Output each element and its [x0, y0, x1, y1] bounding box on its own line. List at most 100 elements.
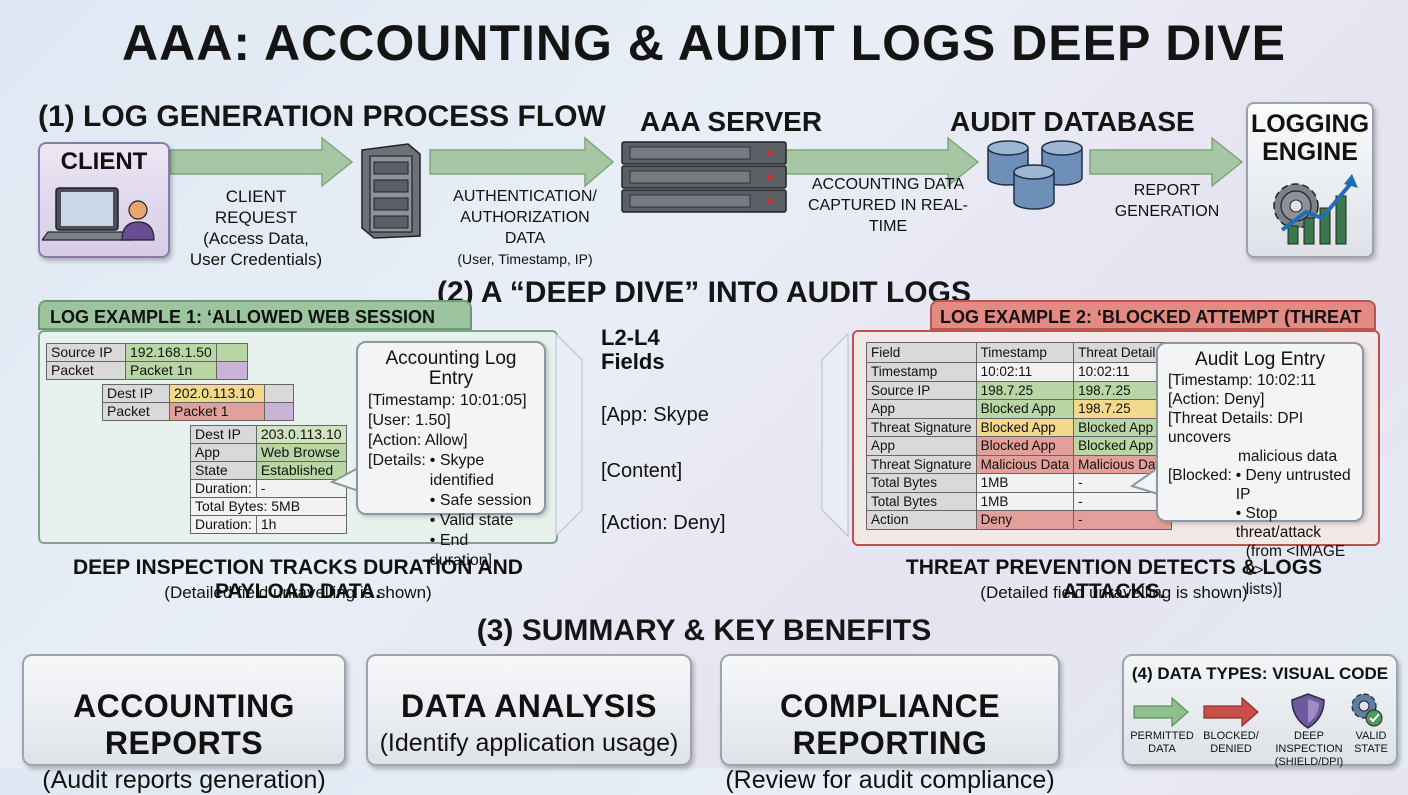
- flow-arrows: [169, 136, 1244, 188]
- example2-table: Field Timestamp Threat Details Timestamp…: [866, 342, 1172, 530]
- details-item: • Skype identified: [429, 452, 494, 489]
- cell: Threat Signature: [866, 454, 977, 474]
- cell: 10:02:11: [975, 362, 1075, 382]
- legend-label: (SHIELD/DPI): [1274, 756, 1344, 768]
- cell: Total Bytes: [866, 491, 977, 511]
- section1-heading: (1) LOG GENERATION PROCESS FLOW: [38, 100, 606, 133]
- cell: State: [190, 461, 257, 480]
- legend-label: VALID: [1355, 730, 1387, 742]
- blocked-item: lists)]: [1245, 581, 1282, 598]
- page-title: AAA: ACCOUNTING & AUDIT LOGS DEEP DIVE: [122, 15, 1286, 71]
- permitted-arrow-icon: [1133, 696, 1189, 728]
- cell: Packet: [102, 402, 170, 421]
- table-row: Duration:1h: [190, 515, 347, 534]
- summary-subtitle: (Review for audit compliance): [725, 766, 1055, 794]
- bubble-line: [Timestamp: 10:01:05]: [368, 392, 527, 409]
- cell: Total Bytes: [866, 473, 977, 493]
- step1-text: CLIENT REQUEST (Access Data, User Creden…: [186, 186, 326, 270]
- logging-engine-label: LOGGING ENGINE: [1248, 110, 1372, 166]
- cell: [264, 402, 294, 421]
- header-cell: Threat Details: [1073, 342, 1172, 363]
- middle-title: L2-L4 Fields: [601, 326, 665, 374]
- section2-heading: (2) A “DEEP DIVE” INTO AUDIT LOGS: [437, 276, 971, 309]
- blocked-label: [Blocked:: [1168, 467, 1232, 484]
- example2-tab: LOG EXAMPLE 2: ‘BLOCKED ATTEMPT (THREAT …: [930, 300, 1376, 357]
- cell: Malicious Data: [1073, 454, 1172, 474]
- step3-line2: CAPTURED IN REAL-TIME: [807, 197, 969, 235]
- table-row: Duration:-: [190, 479, 347, 498]
- example1-caption: DEEP INSPECTION TRACKS DURATION AND PAYL…: [73, 556, 523, 603]
- middle-title-line2: Fields: [601, 349, 665, 374]
- cell: App: [866, 436, 977, 456]
- cell: [264, 384, 294, 403]
- arrow-aaa-to-db: [784, 136, 980, 188]
- details-item: • End duration]: [429, 532, 493, 569]
- step2-text: AUTHENTICATION/ AUTHORIZATION DATA (User…: [440, 186, 610, 270]
- cell: Blocked App: [975, 417, 1075, 437]
- example2-caption: THREAT PREVENTION DETECTS & LOGS ATTACKS…: [905, 556, 1323, 603]
- cell: Timestamp: [866, 362, 977, 382]
- details-item: • Safe session: [429, 492, 532, 509]
- gear-chart-icon: [1273, 174, 1358, 245]
- middle-funnel: [555, 332, 849, 538]
- client-label: CLIENT: [60, 148, 148, 175]
- step4-line1: REPORT: [1133, 182, 1201, 199]
- arrow-client-to-server: [169, 136, 354, 188]
- details-label: [Details:: [368, 452, 426, 469]
- middle-item-content: [Content]: [601, 460, 683, 482]
- cell: Duration:: [190, 479, 257, 498]
- summary-title: COMPLIANCE REPORTING: [779, 688, 1001, 761]
- cell: Threat Signature: [866, 417, 977, 437]
- step3-line1: ACCOUNTING DATA: [811, 176, 965, 193]
- cell: [215, 361, 248, 380]
- bubble-title: Accounting Log Entry: [385, 348, 517, 389]
- cell: 1h: [255, 515, 347, 534]
- cell: 202.0.113.10: [169, 384, 265, 403]
- step2-line2: AUTHORIZATION DATA: [460, 209, 590, 247]
- legend-label: DEEP INSPECTION: [1275, 730, 1343, 755]
- cell: 1MB: [975, 473, 1075, 493]
- middle-item-action: [Action: Deny]: [601, 512, 726, 534]
- cell: App: [866, 399, 977, 419]
- summary-data-analysis: DATA ANALYSIS (Identify application usag…: [366, 654, 692, 766]
- cell: Blocked App: [1073, 436, 1172, 456]
- cell: 192.168.1.50: [125, 343, 217, 362]
- legend-label: DATA: [1148, 743, 1176, 755]
- example1-subcaption: (Detailed field unravelling is shown): [164, 583, 432, 602]
- cell: 198.7.25: [1073, 399, 1172, 419]
- step2-line1: AUTHENTICATION/: [453, 188, 597, 205]
- example1-tab: LOG EXAMPLE 1: ‘ALLOWED WEB SESSION (STA…: [38, 300, 472, 357]
- legend-label: STATE: [1354, 743, 1388, 755]
- legend-blocked: BLOCKED/ DENIED: [1198, 730, 1264, 756]
- legend-valid-state: VALID STATE: [1346, 730, 1396, 756]
- arrow-db-to-engine: [1089, 136, 1244, 188]
- cell: Action: [866, 510, 977, 530]
- cell: 198.7.25: [1073, 380, 1172, 400]
- laptop-user-icon: [42, 187, 155, 241]
- cell: Established: [255, 461, 347, 480]
- cell: 1MB: [975, 491, 1075, 511]
- legend-label: DENIED: [1210, 743, 1252, 755]
- bubble-line: [Timestamp: 10:02:11: [1168, 372, 1317, 389]
- summary-accounting-reports: ACCOUNTING REPORTS (Audit reports genera…: [22, 654, 346, 794]
- legend-deep-inspection: DEEP INSPECTION (SHIELD/DPI): [1262, 730, 1356, 769]
- example2-subcaption: (Detailed field unravelling is shown): [980, 583, 1248, 602]
- legend-icons: [1133, 693, 1383, 729]
- legend-label: PERMITTED: [1130, 730, 1194, 742]
- legend-label: BLOCKED/: [1203, 730, 1259, 742]
- middle-title-line1: L2-L4: [601, 325, 660, 350]
- step2-line3: (User, Timestamp, IP): [457, 251, 593, 267]
- visual-code-legend: (4) DATA TYPES: VISUAL CODE PERMITTED DA…: [1122, 654, 1398, 769]
- audit-log-bubble: Audit Log Entry [Timestamp: 10:02:11 [Ac…: [1156, 342, 1364, 598]
